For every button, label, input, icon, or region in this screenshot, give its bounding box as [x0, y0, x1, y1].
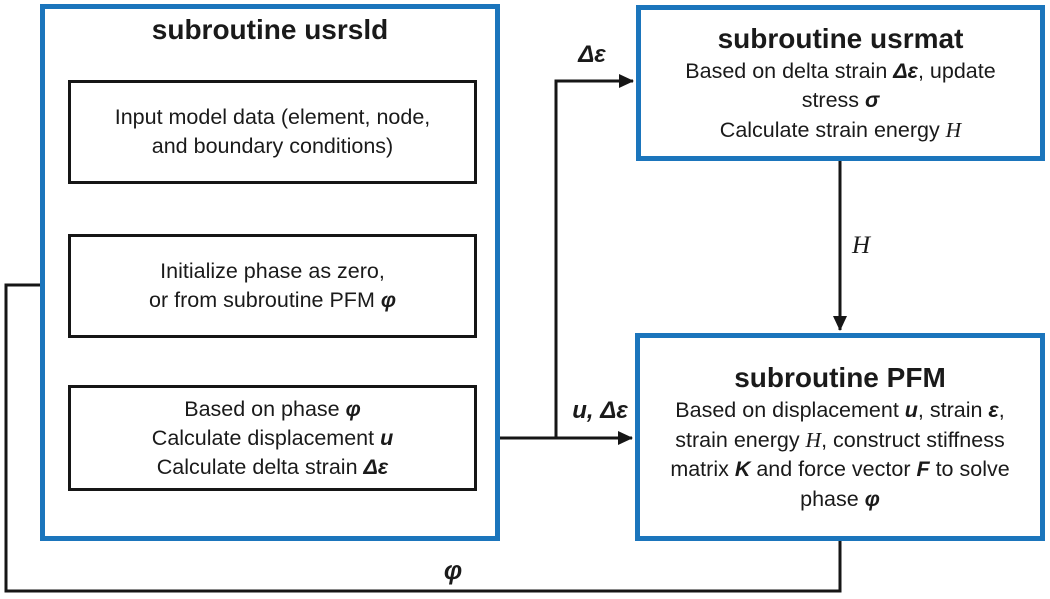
step-text-line: Calculate delta strain Δε	[156, 454, 389, 479]
arrow-deltaeps-to-usrmat	[554, 74, 634, 438]
initialize-phase-box: Initialize phase as zero, or from subrou…	[68, 234, 477, 338]
pfm-box: subroutine PFM Based on displacement u, …	[635, 333, 1045, 541]
usrmat-body-line: stress σ	[801, 88, 880, 113]
pfm-body-line: matrix K and force vector F to solve	[670, 457, 1010, 481]
step-text-line: and boundary conditions)	[151, 134, 394, 158]
label-phi: φ	[443, 555, 463, 585]
usrmat-body-line: Calculate strain energy H	[719, 117, 962, 142]
step-text-line: Initialize phase as zero,	[160, 259, 385, 283]
usrmat-body-line: Based on delta strain Δε, update	[685, 58, 996, 83]
step-text-line: or from subroutine PFM φ	[149, 288, 396, 312]
calculate-displacement-strain-box: Based on phase φ Calculate displacement …	[68, 385, 477, 491]
usrsld-title: subroutine usrsld	[151, 14, 389, 45]
step-text-line: Based on phase φ	[184, 396, 361, 421]
usrmat-box: subroutine usrmat Based on delta strain …	[636, 5, 1045, 161]
label-u-delta-epsilon: u, Δε	[572, 397, 628, 424]
usrmat-title: subroutine usrmat	[717, 22, 964, 54]
pfm-title: subroutine PFM	[734, 362, 946, 393]
step-text-line: Calculate displacement u	[151, 425, 394, 450]
pfm-body-line: strain energy H, construct stiffness	[675, 427, 1005, 452]
pfm-body-line: phase φ	[800, 486, 880, 511]
input-model-data-box: Input model data (element, node, and bou…	[68, 80, 477, 184]
step-text-line: Input model data (element, node,	[114, 105, 431, 129]
label-delta-epsilon: Δε	[578, 41, 606, 68]
pfm-body-line: Based on displacement u, strain ε,	[675, 398, 1005, 422]
label-strain-energy-h: H	[852, 232, 871, 259]
